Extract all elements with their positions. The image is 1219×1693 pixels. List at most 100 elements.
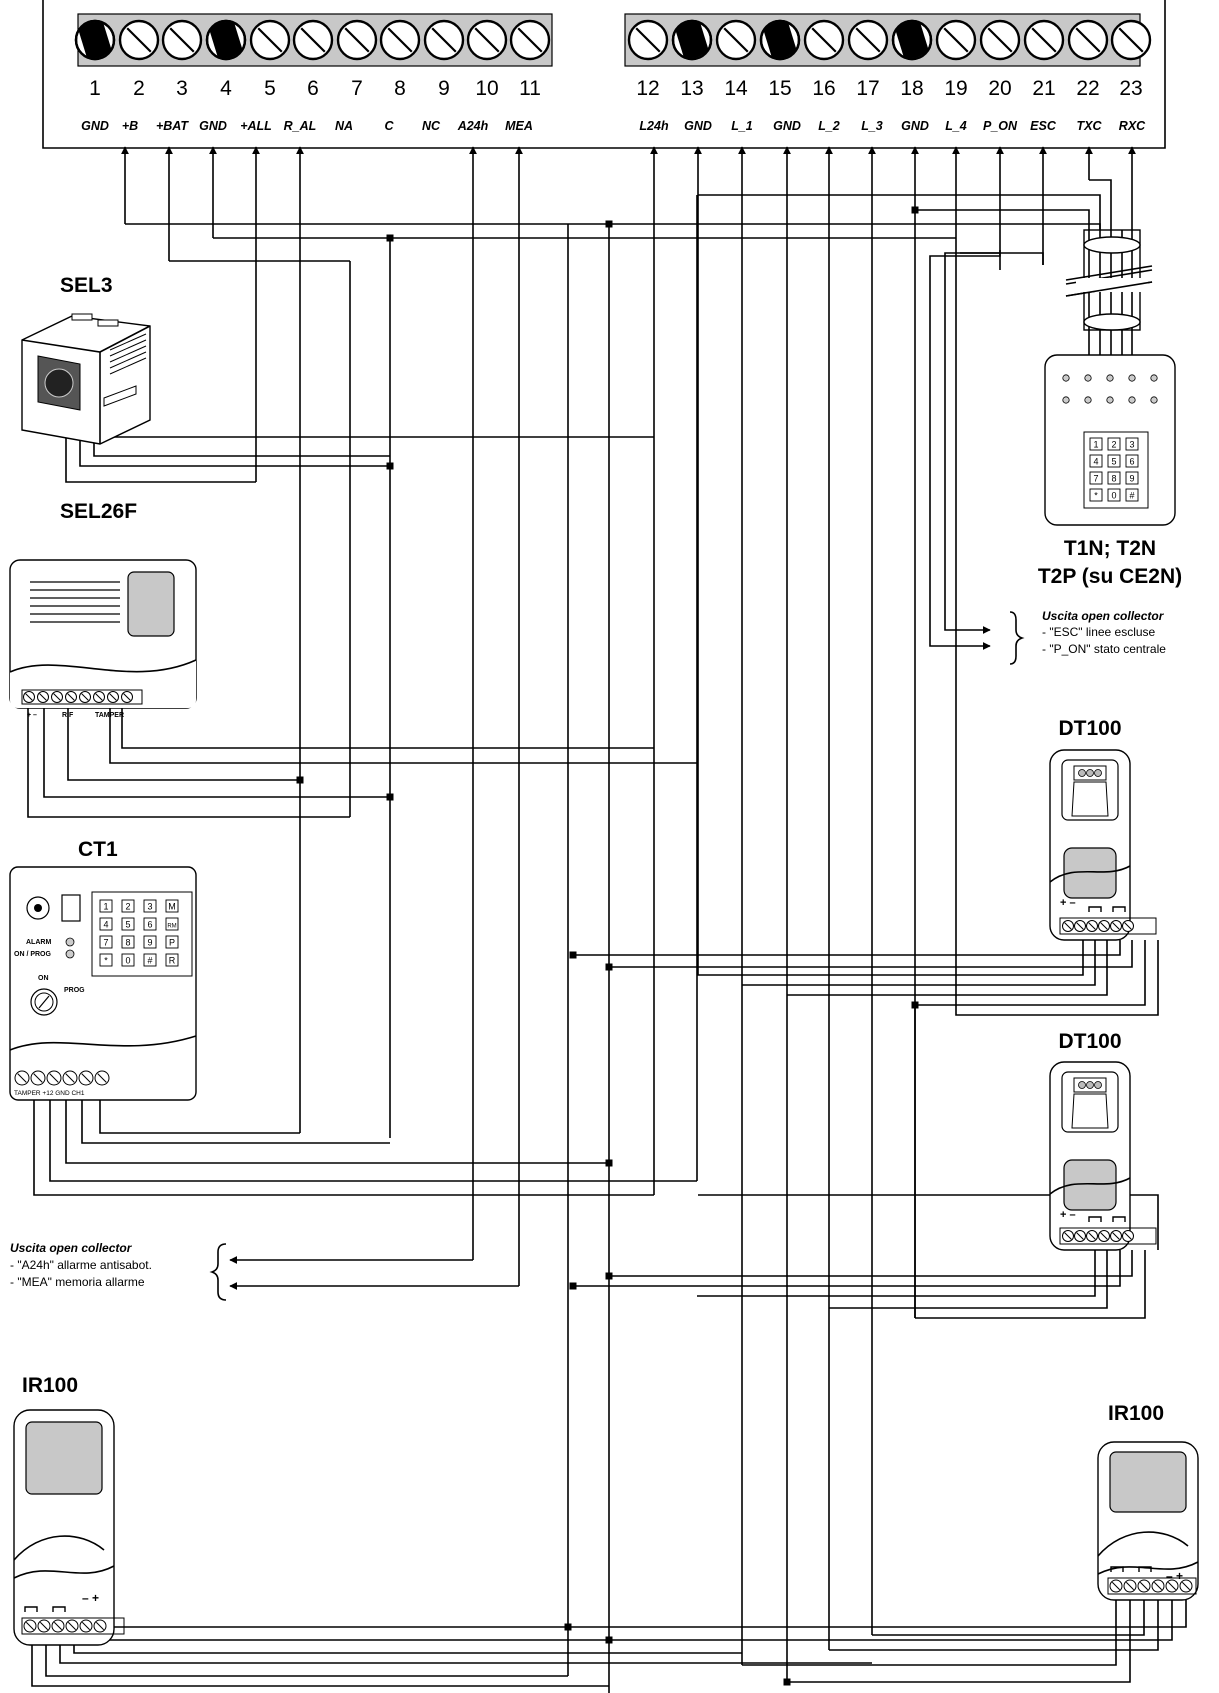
open-collector-note-left: Uscita open collector - "A24h" allarme a… (10, 1241, 227, 1301)
ir100-1-screw-4 (65, 1619, 79, 1633)
wire-ct1-ch1 (99, 1100, 300, 1134)
sel26f-title: SEL26F (60, 500, 137, 523)
sel26f-label-plusminus: + – (27, 712, 37, 719)
ir100-2-screw-2 (1123, 1579, 1137, 1593)
terminal-number-20: 20 (988, 77, 1011, 100)
keypad-key-9: 9 (1125, 471, 1139, 485)
svg-text:M: M (168, 902, 176, 912)
dt100-1-screw-4 (1098, 920, 1110, 932)
dt100-2-screw-3 (1086, 1230, 1098, 1242)
svg-text:2: 2 (1111, 440, 1116, 450)
note-left-line-2: - "MEA" memoria allarme (10, 1275, 145, 1289)
terminal-label-14: L_1 (731, 119, 753, 133)
keypad-title-1: T1N; T2N (1064, 537, 1156, 560)
ir100-2-screw-3 (1137, 1579, 1151, 1593)
wire-ir2-t1 (787, 1600, 1131, 1683)
ct1-key-7: 7 (99, 935, 113, 949)
wire-dt2-plus (573, 1250, 1121, 1287)
keypad-key-4: 4 (1089, 454, 1103, 468)
terminal-number-1: 1 (89, 77, 101, 100)
wire-ir2-c1 (829, 1600, 1159, 1651)
terminal-screw-7 (336, 19, 378, 61)
svg-text:4: 4 (1093, 457, 1098, 467)
terminal-label-9: NC (422, 119, 441, 133)
terminal-label-15: GND (773, 119, 801, 133)
terminal-label-12: L24h (639, 119, 669, 133)
sel26f-screw-8 (121, 691, 133, 703)
ct1-key-4: 4 (99, 917, 113, 931)
sel26f-screw-7 (107, 691, 119, 703)
svg-text:6: 6 (1129, 457, 1134, 467)
ct1-key-0: 0 (121, 953, 135, 967)
terminal-number-5: 5 (264, 77, 276, 100)
terminal-number-17: 17 (856, 77, 879, 100)
svg-text:0: 0 (1111, 491, 1116, 501)
wire-dt1-t1 (915, 940, 1146, 1006)
wire-sel26f-tamper2 (109, 708, 697, 764)
wire-sel26f-minus (43, 708, 390, 798)
svg-text:1: 1 (1093, 440, 1098, 450)
terminal-number-14: 14 (724, 77, 748, 100)
ir100-1-screw-3 (51, 1619, 65, 1633)
ct1-on-label: ON (38, 975, 49, 982)
terminal-screw-21 (1023, 19, 1065, 61)
wire-dt1-c2 (787, 940, 1108, 996)
ct1-terminal-labels: TAMPER +12 GND CH1 (14, 1090, 85, 1097)
svg-text:0: 0 (125, 956, 130, 966)
terminal-strip-left: 1GND2+B3+BAT4GND5+ALL6R_AL7NA8C9NC10A24h… (74, 13, 553, 133)
ct1-key-#: # (143, 953, 157, 967)
dt100-1-title: DT100 (1058, 717, 1121, 740)
terminal-screw-11 (509, 19, 551, 61)
wire-ir1-minus (87, 1639, 609, 1645)
keypad-key-5: 5 (1107, 454, 1121, 468)
sel26f-screw-5 (79, 691, 91, 703)
wire-ir1-t2 (31, 1645, 609, 1687)
ir100-1-terminal-marks: – + (82, 1591, 99, 1605)
terminal-label-18: GND (901, 119, 929, 133)
terminal-label-1: GND (81, 119, 109, 133)
sel26f-screw-3 (51, 691, 63, 703)
wire-ct1-12 (65, 1100, 609, 1164)
ct1-prog-label: PROG (64, 987, 85, 994)
terminal-number-8: 8 (394, 77, 406, 100)
note-left-heading: Uscita open collector (10, 1241, 133, 1255)
ir100-1-title: IR100 (22, 1374, 78, 1397)
terminal-number-12: 12 (636, 77, 659, 100)
terminal-label-17: L_3 (861, 119, 883, 133)
dt100-2-screw-1 (1062, 1230, 1074, 1242)
note-right-line-1: - "ESC" linee escluse (1042, 625, 1156, 639)
terminal-screw-6 (292, 19, 334, 61)
svg-text:5: 5 (1111, 457, 1116, 467)
terminal-screw-19 (935, 19, 977, 61)
terminal-screw-3 (161, 19, 203, 61)
terminal-label-3: +BAT (156, 119, 189, 133)
ir100-2-screw-1 (1109, 1579, 1123, 1593)
terminal-label-4: GND (199, 119, 227, 133)
wire-gnd-18 (915, 209, 1090, 230)
svg-text:2: 2 (125, 902, 130, 912)
note-right-line-2: - "P_ON" stato centrale (1042, 642, 1166, 656)
dt100-1-screw-2 (1074, 920, 1086, 932)
terminal-number-21: 21 (1032, 77, 1055, 100)
sel26f-screw-6 (93, 691, 105, 703)
terminal-number-22: 22 (1076, 77, 1099, 100)
sel3-title: SEL3 (60, 274, 113, 297)
keypad-key-8: 8 (1107, 471, 1121, 485)
terminal-number-10: 10 (475, 77, 498, 100)
sel3-device: SEL3 (21, 274, 151, 445)
ir100-1-screw-1 (23, 1619, 37, 1633)
sel26f-label-tamper: TAMPER (95, 712, 124, 719)
terminal-number-2: 2 (133, 77, 145, 100)
dt100-1-screw-3 (1086, 920, 1098, 932)
wire-dt2-t2 (698, 1194, 1159, 1250)
terminal-label-6: R_AL (284, 119, 317, 133)
wire-ir1-t1 (45, 1645, 568, 1677)
wire-sel3-l24h (107, 410, 654, 438)
terminal-screw-15 (759, 19, 801, 61)
svg-text:#: # (147, 956, 152, 966)
ir100-2-screw-5 (1165, 1579, 1179, 1593)
ct1-key-6: 6 (143, 917, 157, 931)
ir100-1-screw-2 (37, 1619, 51, 1633)
svg-text:3: 3 (1129, 440, 1134, 450)
